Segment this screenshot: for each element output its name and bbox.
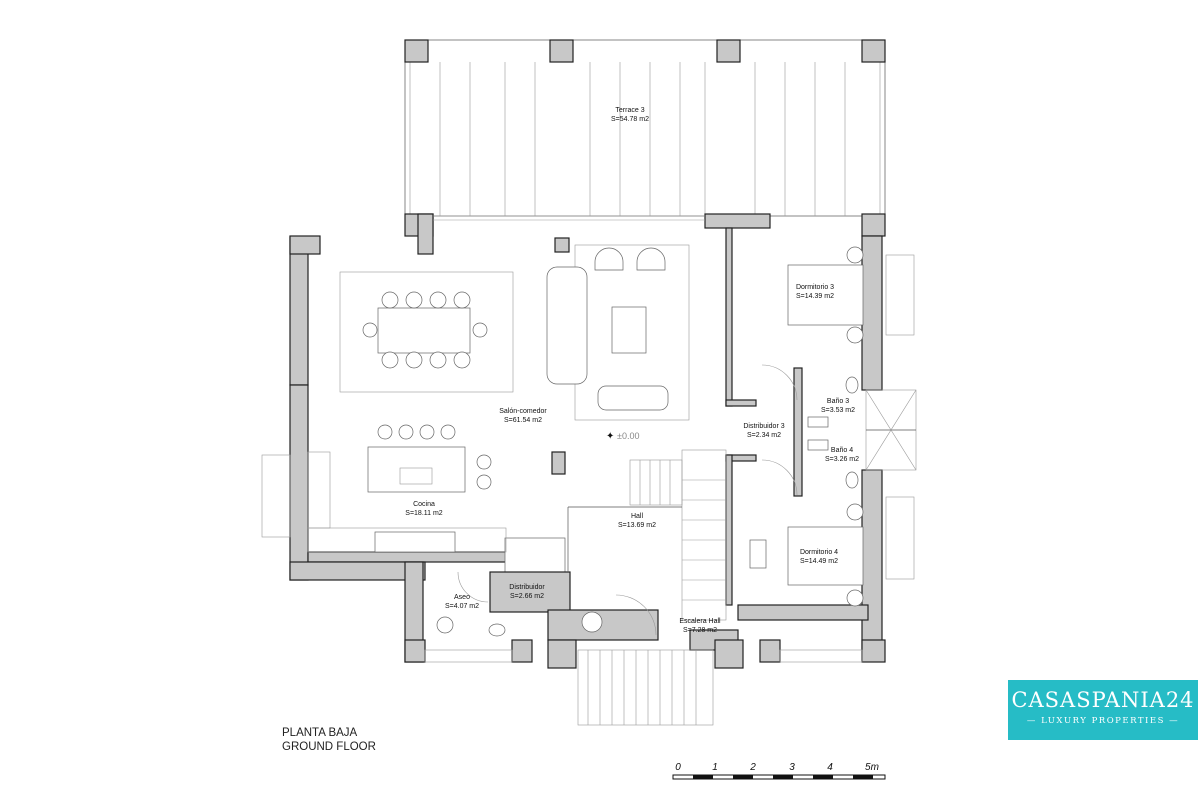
room-area: S=54.78 m2: [611, 116, 649, 123]
room-area: S=14.39 m2: [796, 293, 834, 300]
stairs: [457, 364, 798, 726]
terrace: [404, 39, 886, 217]
level-marker-icon: ✦: [606, 431, 614, 442]
room-name: Baño 3: [827, 398, 849, 405]
room-area: S=18.11 m2: [405, 510, 443, 517]
room-area: S=2.66 m2: [510, 593, 544, 600]
room-name: Aseo: [454, 594, 470, 601]
windows: [261, 215, 915, 663]
logo-tagline-text: LUXURY PROPERTIES: [1041, 716, 1165, 726]
room-area: S=7.28 m2: [683, 627, 717, 634]
room-name: Dormitorio 4: [800, 549, 838, 556]
scale-label: 4: [827, 762, 833, 773]
scale-bar: 0 1 2 3 4 5m: [672, 762, 886, 780]
logo-brand: CASASPANIA24: [1011, 688, 1195, 712]
room-area: S=4.07 m2: [445, 603, 479, 610]
room-labels: Terrace 3 S=54.78 m2 Salón-comedor S=61.…: [405, 107, 859, 634]
room-name: Distribuidor 3: [743, 423, 784, 430]
level-mark: ±0.00: [617, 431, 639, 441]
room-name: Dormitorio 3: [796, 284, 834, 291]
column: [861, 39, 886, 63]
room-name: Terrace 3: [615, 107, 644, 114]
room-area: S=61.54 m2: [504, 417, 542, 424]
plan-title: PLANTA BAJA GROUND FLOOR: [282, 726, 376, 754]
logo-tagline: — LUXURY PROPERTIES —: [1026, 716, 1180, 726]
room-name: Salón-comedor: [499, 408, 547, 415]
room-area: S=3.53 m2: [821, 407, 855, 414]
plan-title-en: GROUND FLOOR: [282, 741, 376, 753]
scale-label: 0: [675, 762, 681, 773]
scale-label: 2: [749, 762, 756, 773]
room-area: S=13.69 m2: [618, 522, 656, 529]
brand-logo: CASASPANIA24 — LUXURY PROPERTIES —: [1008, 680, 1198, 740]
room-area: S=2.34 m2: [747, 432, 781, 439]
room-name: Escalera Hall: [679, 618, 721, 625]
scale-label: 1: [712, 762, 718, 773]
column: [716, 39, 741, 63]
column: [549, 39, 574, 63]
scale-label: 5m: [865, 762, 879, 773]
room-name: Distribuidor: [509, 584, 545, 591]
room-area: S=3.26 m2: [825, 456, 859, 463]
room-area: S=14.49 m2: [800, 558, 838, 565]
scale-label: 3: [789, 762, 795, 773]
plan-title-es: PLANTA BAJA: [282, 727, 358, 739]
walls: [289, 213, 917, 669]
room-name: Hall: [631, 513, 644, 520]
furniture: [307, 237, 864, 637]
room-name: Cocina: [413, 501, 435, 508]
column: [404, 39, 429, 63]
room-name: Baño 4: [831, 447, 853, 454]
